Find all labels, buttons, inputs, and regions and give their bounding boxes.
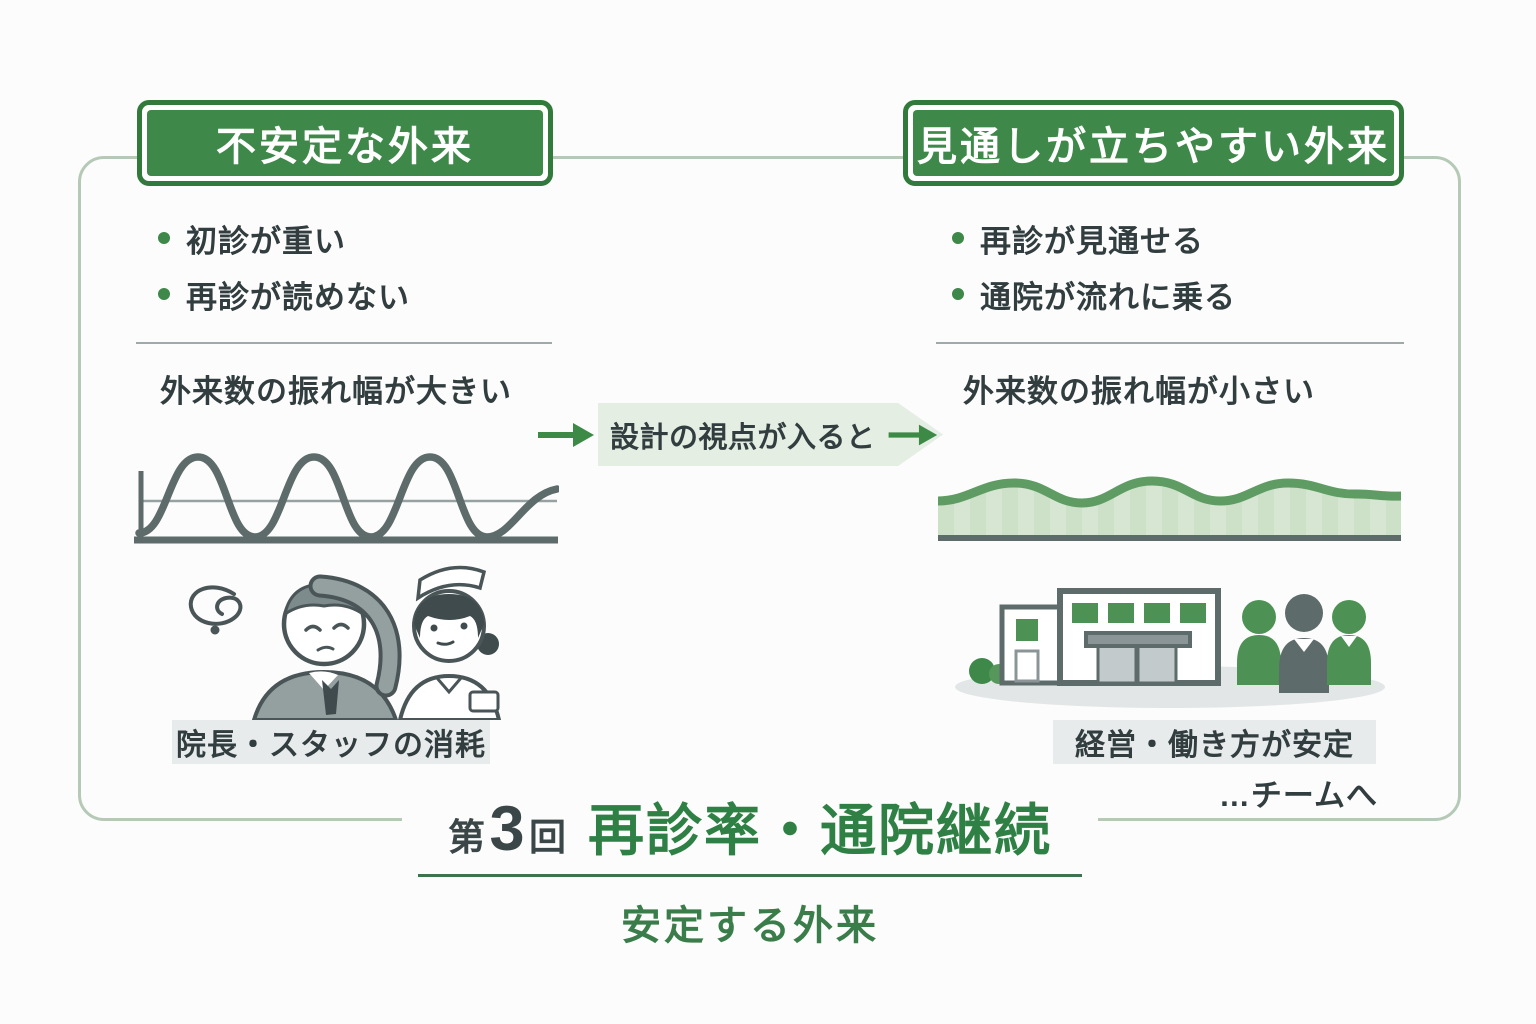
transition-label: 設計の視点が入ると: [610, 421, 876, 454]
small-wave-area: [938, 481, 1401, 537]
series-suffix: 回: [528, 817, 566, 858]
bullet-label: 再診が読めない: [186, 279, 410, 315]
left-title: 不安定な外来: [147, 110, 543, 176]
bullet-dot-icon: [952, 288, 964, 300]
clinic-team-illustration: [952, 573, 1397, 711]
arrow-right-icon: [536, 420, 594, 450]
left-divider: [136, 342, 552, 344]
series-number: 3: [489, 794, 525, 864]
bullet-dot-icon: [158, 232, 170, 244]
arrow-right-icon: [886, 422, 938, 448]
right-divider: [936, 342, 1404, 344]
chart-baseline: [938, 535, 1401, 541]
bullet-label: 通院が流れに乗る: [980, 279, 1236, 315]
transition-banner: 設計の視点が入ると: [598, 403, 943, 466]
footer-title-block: 第 3 回 再診率・通院継続 安定する外来: [402, 780, 1098, 952]
bullet-label: 再診が見通せる: [980, 223, 1204, 259]
left-bullet-list: 初診が重い 再診が読めない: [158, 216, 410, 328]
right-title: 見通しが立ちやすい外来: [913, 110, 1394, 176]
stressed-doctor-nurse-illustration: [172, 552, 527, 720]
series-prefix: 第: [448, 817, 486, 858]
right-title-box: 見通しが立ちやすい外来: [903, 100, 1404, 186]
wave-chart-small-fluctuation: [938, 461, 1401, 545]
wave-chart-large-fluctuation: [133, 437, 559, 549]
list-item: 再診が見通せる: [952, 216, 1236, 260]
list-item: 通院が流れに乗る: [952, 272, 1236, 316]
list-item: 初診が重い: [158, 216, 410, 260]
team-people: [1237, 594, 1371, 693]
footer-main-title: 再診率・通院継続: [587, 799, 1052, 862]
right-bullet-list: 再診が見通せる 通院が流れに乗る: [952, 216, 1236, 328]
right-caption: 経営・働き方が安定: [1053, 720, 1376, 764]
left-title-box: 不安定な外来: [137, 100, 553, 186]
series-label: 第 3 回: [448, 793, 566, 865]
small-wave-line: [938, 476, 1401, 508]
left-caption: 院長・スタッフの消耗: [172, 720, 490, 764]
bullet-dot-icon: [952, 232, 964, 244]
footer-underline: [418, 874, 1082, 877]
bullet-label: 初診が重い: [186, 223, 346, 259]
list-item: 再診が読めない: [158, 272, 410, 316]
right-chart-label: 外来数の振れ幅が小さい: [963, 374, 1315, 409]
stressed-doctor: [251, 574, 402, 720]
footer-subtitle: 安定する外来: [621, 904, 879, 948]
bullet-dot-icon: [158, 288, 170, 300]
left-chart-label: 外来数の振れ幅が大きい: [160, 374, 512, 409]
sigh-scribble-icon: [188, 585, 243, 635]
team-note: …チームへ: [1218, 778, 1378, 813]
clinic-building: [999, 588, 1221, 686]
footer-title-row: 第 3 回 再診率・通院継続: [402, 780, 1098, 870]
nurse: [397, 565, 502, 720]
large-wave-line: [135, 453, 559, 541]
